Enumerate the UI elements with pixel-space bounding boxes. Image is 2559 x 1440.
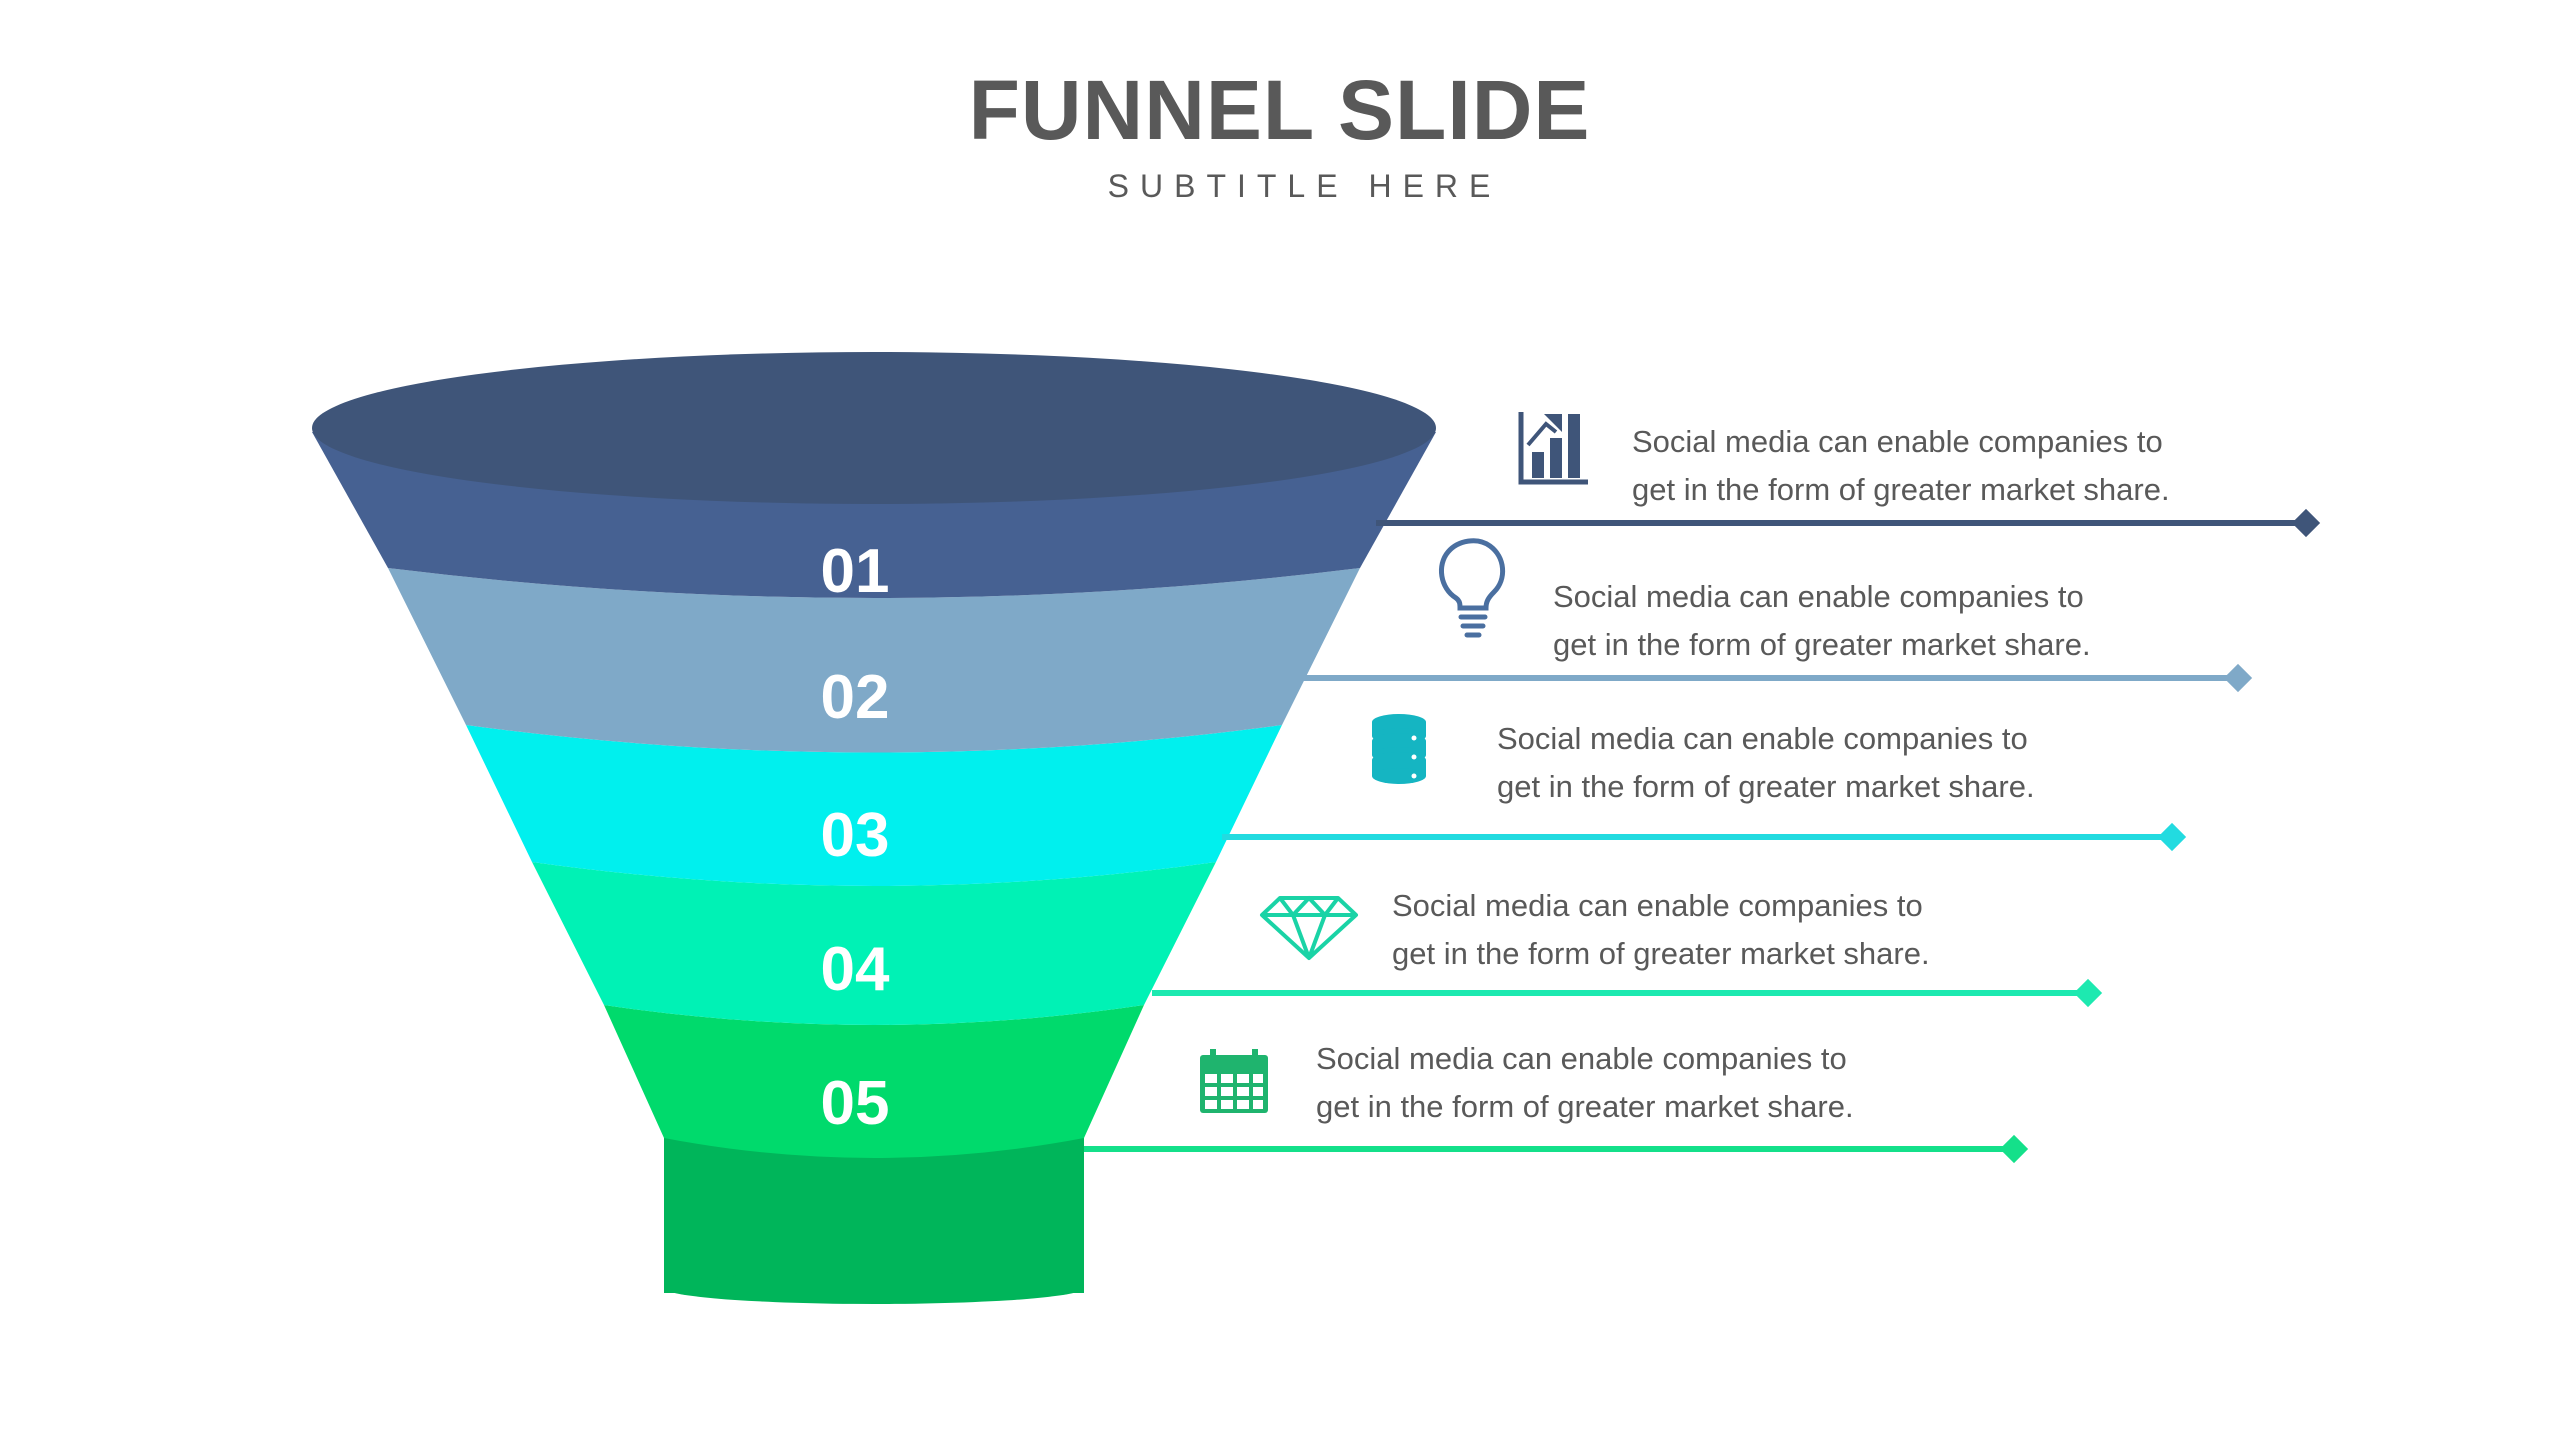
stage-description-4-line1: Social media can enable companies to (1392, 888, 1923, 923)
stage-number-5: 05 (821, 1069, 890, 1138)
stage-description-5-line2: get in the form of greater market share. (1316, 1089, 1854, 1124)
stage-description-2-line1: Social media can enable companies to (1553, 579, 2084, 614)
stage-description-2: Social media can enable companies to get… (1553, 573, 2091, 669)
lightbulb-icon (1438, 538, 1505, 638)
diamond-marker-2 (2223, 663, 2253, 693)
stage-description-3-line2: get in the form of greater market share. (1497, 769, 2035, 804)
stage-number-2: 02 (821, 663, 890, 732)
funnel-band-4 (532, 862, 1216, 1025)
stage-description-3-line1: Social media can enable companies to (1497, 721, 2028, 756)
stage-description-4: Social media can enable companies to get… (1392, 882, 1930, 978)
connector-line-4 (1152, 978, 2103, 1008)
stage-description-3: Social media can enable companies to get… (1497, 715, 2035, 811)
stage-number-1: 01 (821, 537, 890, 606)
stage-description-5-line1: Social media can enable companies to (1316, 1041, 1847, 1076)
funnel-band-5 (604, 1005, 1144, 1158)
stage-description-1: Social media can enable companies to get… (1632, 418, 2170, 514)
funnel-stem (664, 1138, 1084, 1304)
connector-line-1 (1376, 508, 2321, 538)
diamond-marker-5 (1999, 1134, 2029, 1164)
stage-number-3: 03 (821, 801, 890, 870)
slide-title: FUNNEL SLIDE (968, 63, 1591, 157)
slide-subtitle: SUBTITLE HERE (1107, 168, 1502, 204)
diamond-marker-1 (2291, 508, 2321, 538)
stage-number-4: 04 (821, 935, 890, 1004)
bar-chart-growth-icon (1518, 412, 1588, 485)
diamond-marker-4 (2073, 978, 2103, 1008)
connector-line-2 (1300, 663, 2253, 693)
stage-description-1-line2: get in the form of greater market share. (1632, 472, 2170, 507)
funnel-band-3 (466, 725, 1282, 886)
stage-description-4-line2: get in the form of greater market share. (1392, 936, 1930, 971)
diamond-marker-3 (2157, 822, 2187, 852)
calendar-icon (1200, 1049, 1268, 1113)
connector-line-5 (1084, 1134, 2029, 1164)
stage-description-5: Social media can enable companies to get… (1316, 1035, 1854, 1131)
stage-description-2-line2: get in the form of greater market share. (1553, 627, 2091, 662)
database-icon (1372, 714, 1426, 784)
funnel-top-rim (312, 352, 1436, 504)
funnel-band-2 (388, 568, 1360, 753)
connector-line-3 (1222, 822, 2187, 852)
diamond-icon (1260, 896, 1358, 960)
stage-description-1-line1: Social media can enable companies to (1632, 424, 2163, 459)
